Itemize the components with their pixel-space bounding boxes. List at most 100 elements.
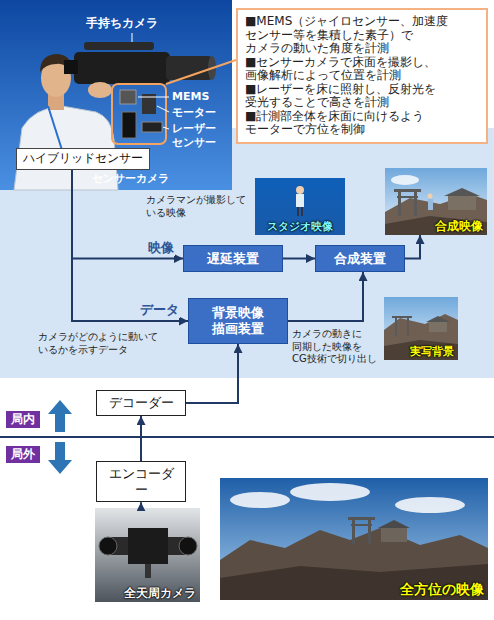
rocks: [385, 216, 487, 235]
torii-beam: [394, 189, 421, 192]
hand: [88, 82, 112, 98]
connector-arrow: [72, 170, 188, 321]
part-name: MEMS: [172, 90, 209, 104]
person-body: [428, 199, 433, 210]
leader-line: [157, 106, 169, 112]
node-text: ■センサーカメラで床面を撮影し、 画像解析によって位置を計測: [245, 56, 479, 83]
torii-post: [352, 520, 355, 544]
node-text: 全方位の映像: [400, 581, 484, 598]
device-box: エンコーダー: [96, 461, 186, 502]
system-panel: [0, 128, 494, 378]
node-text: 合成映像: [435, 219, 483, 233]
composite-picture: [385, 168, 487, 235]
image-panel: 全天周カメラ: [95, 508, 200, 602]
part-name: レーザー センサー: [172, 122, 222, 150]
connector-arrow: [140, 416, 142, 461]
torii-beam: [351, 524, 372, 526]
torii-beam: [397, 196, 418, 198]
sensor-label-box: ハイブリッドセンサー: [16, 148, 150, 170]
shrine-wall: [381, 528, 407, 542]
connector-arrow: [405, 235, 420, 259]
node-text: 背景映像 描画装置: [195, 305, 281, 336]
torii-post: [398, 192, 401, 216]
camera-lens: [179, 537, 197, 555]
node-text: ■MEMS（ジャイロセンサー、加速度 センサー等を集積した素子）で カメラの動い…: [245, 15, 479, 56]
sensor-camera-unit: [122, 112, 136, 138]
up-arrow: [48, 400, 72, 432]
node-text: ハイブリッドセンサー: [23, 151, 143, 167]
studio-person-leg: [297, 207, 299, 216]
person-head: [428, 194, 433, 199]
torii-post: [395, 318, 397, 336]
signal-label: 映像: [147, 240, 175, 256]
cloud: [230, 492, 290, 508]
camera-eyepiece: [64, 60, 78, 74]
note-text: カメラの動きに 同期した映像を CG技術で切り出し: [292, 328, 380, 366]
photo-ground: [0, 0, 232, 190]
studio-person-leg: [301, 207, 303, 216]
callout-leader: [166, 60, 236, 84]
torii-post: [407, 318, 409, 336]
leader-line: [138, 97, 169, 98]
connector-arrow: [140, 502, 142, 508]
camera-lens: [99, 537, 117, 555]
node-text: 遅延装置: [207, 251, 259, 267]
shrine-roof: [378, 520, 410, 528]
studio-person-head: [296, 186, 304, 194]
part-name: センサーカメラ: [92, 172, 169, 186]
node-text: デコーダー: [109, 395, 174, 411]
rocks: [384, 340, 458, 360]
shrine-roof: [444, 188, 480, 196]
node-text: 合成装置: [334, 251, 386, 267]
torii-post: [414, 192, 417, 216]
down-arrow: [48, 442, 72, 474]
camera-stand: [145, 564, 151, 578]
mems-unit: [120, 90, 136, 104]
note-text: カメラがどのように動いて いるかを示すデータ: [38, 331, 170, 356]
cloud: [391, 175, 419, 185]
camera-body: [74, 52, 170, 84]
node-text: 実写背景: [410, 345, 454, 358]
studio-person-body: [296, 194, 304, 207]
cloud: [395, 497, 465, 513]
process-box: 背景映像 描画装置: [188, 298, 288, 344]
device-box: デコーダー: [96, 390, 186, 416]
image-panel: 全方位の映像: [220, 478, 488, 600]
camera-housing: [128, 528, 168, 564]
torii-beam: [348, 517, 375, 520]
node-text: ■レーザーを床に照射し、反射光を 受光することで高さを計測: [245, 83, 479, 110]
image-panel: スタジオ映像: [255, 178, 345, 235]
callout-box: ■MEMS（ジャイロセンサー、加速度 センサー等を集積した素子）で カメラの動い…: [236, 8, 488, 144]
zone-tag: 局内: [6, 411, 40, 428]
leader-line: [163, 127, 169, 129]
zone-tag: 局外: [6, 446, 40, 463]
image-panel: 実写背景: [384, 297, 458, 360]
node-text: ■計測部全体を床面に向けるよう モーターで方位を制御: [245, 110, 479, 137]
rocks: [220, 564, 488, 600]
process-box: 合成装置: [315, 245, 405, 272]
studio-picture: [255, 178, 345, 235]
part-name: モーター: [172, 106, 216, 120]
part-name: 手持ちカメラ: [86, 16, 158, 31]
image-panel: 合成映像: [385, 168, 487, 235]
cloud: [290, 483, 370, 501]
camera-handle: [84, 42, 154, 50]
real-background-picture: [384, 297, 458, 360]
divider-line: [0, 436, 494, 438]
torii-beam: [392, 316, 412, 318]
leader-line: [132, 33, 133, 42]
torii-post: [368, 520, 371, 544]
panorama-picture: [220, 478, 488, 600]
laser-unit: [142, 122, 162, 132]
process-box: 遅延装置: [183, 245, 283, 272]
sensor-highlight: [112, 84, 166, 144]
connector-arrow: [186, 344, 238, 403]
note-text: カメラマンが撮影して いる映像: [146, 194, 250, 219]
node-text: エンコーダー: [103, 466, 179, 497]
connector-arrow: [288, 272, 363, 321]
shrine-wall: [429, 322, 447, 332]
node-text: スタジオ映像: [267, 220, 333, 233]
lanyard: [48, 106, 62, 150]
mountain: [384, 314, 458, 360]
